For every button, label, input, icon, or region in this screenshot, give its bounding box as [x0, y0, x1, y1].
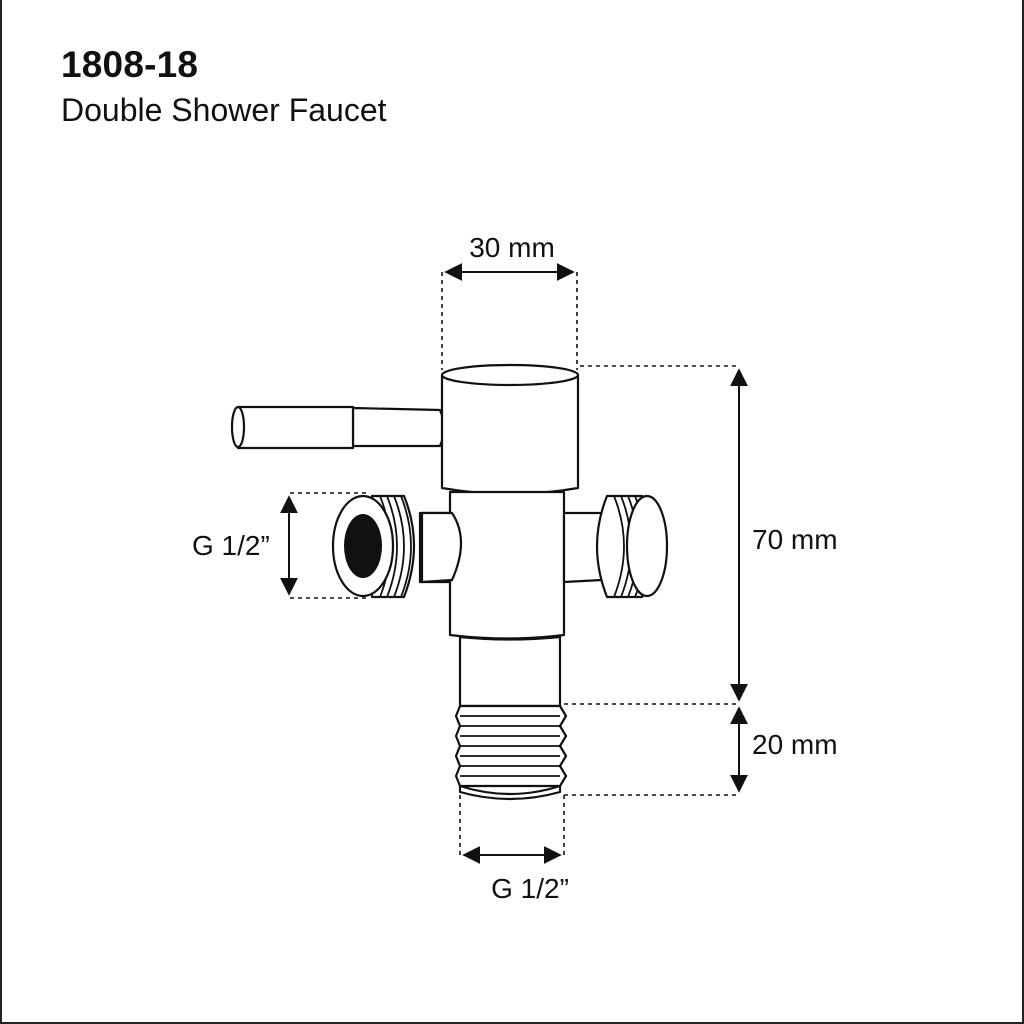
outlet-opening — [344, 514, 382, 578]
label-bottom-thread: G 1/2” — [491, 873, 569, 904]
label-thread-length: 20 mm — [752, 729, 838, 760]
dimension-thread-length: 20 mm — [564, 703, 838, 796]
dimension-bottom-thread: G 1/2” — [459, 795, 569, 904]
label-top-width: 30 mm — [469, 232, 555, 263]
lower-stem — [458, 635, 562, 708]
label-body-height: 70 mm — [752, 524, 838, 555]
dimension-top-width: 30 mm — [441, 232, 578, 370]
cartridge-cap — [440, 363, 580, 496]
lever-handle — [230, 405, 446, 450]
main-body — [448, 490, 566, 640]
model-number: 1808-18 — [61, 44, 199, 85]
product-name: Double Shower Faucet — [61, 92, 387, 128]
dimension-body-height: 70 mm — [580, 365, 838, 702]
right-outlet — [562, 494, 669, 599]
left-outlet — [331, 494, 462, 599]
label-side-thread: G 1/2” — [192, 530, 270, 561]
bottom-thread — [454, 704, 568, 801]
dimension-side-thread: G 1/2” — [192, 492, 370, 599]
